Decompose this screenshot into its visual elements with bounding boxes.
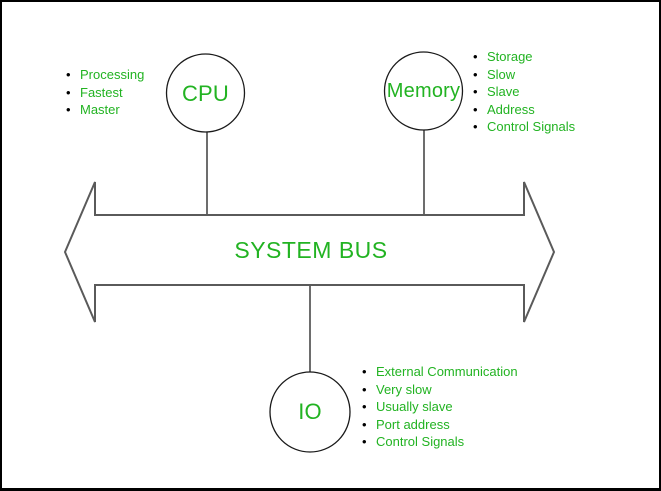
io-notes-list: External Communication Very slow Usually…	[362, 363, 518, 451]
list-item: Control Signals	[362, 433, 518, 451]
list-item: Master	[66, 101, 144, 119]
system-bus-arrow-shape	[63, 181, 556, 323]
memory-circle	[383, 51, 464, 131]
list-item: Fastest	[66, 84, 144, 102]
memory-notes-list: Storage Slow Slave Address Control Signa…	[473, 48, 575, 136]
list-item: Usually slave	[362, 398, 518, 416]
cpu-label: CPU	[181, 80, 230, 106]
list-item: Address	[473, 101, 575, 119]
list-item: External Communication	[362, 363, 518, 381]
system-bus-title: SYSTEM BUS	[234, 237, 388, 263]
list-item: Control Signals	[473, 118, 575, 136]
io-label: IO	[298, 399, 322, 424]
cpu-circle	[165, 53, 246, 133]
list-item: Very slow	[362, 381, 518, 399]
list-item: Storage	[473, 48, 575, 66]
io-circle	[269, 371, 351, 453]
cpu-notes-list: Processing Fastest Master	[66, 66, 144, 119]
list-item: Slave	[473, 83, 575, 101]
list-item: Slow	[473, 66, 575, 84]
list-item: Processing	[66, 66, 144, 84]
memory-label: Memory	[386, 80, 461, 102]
list-item: Port address	[362, 416, 518, 434]
